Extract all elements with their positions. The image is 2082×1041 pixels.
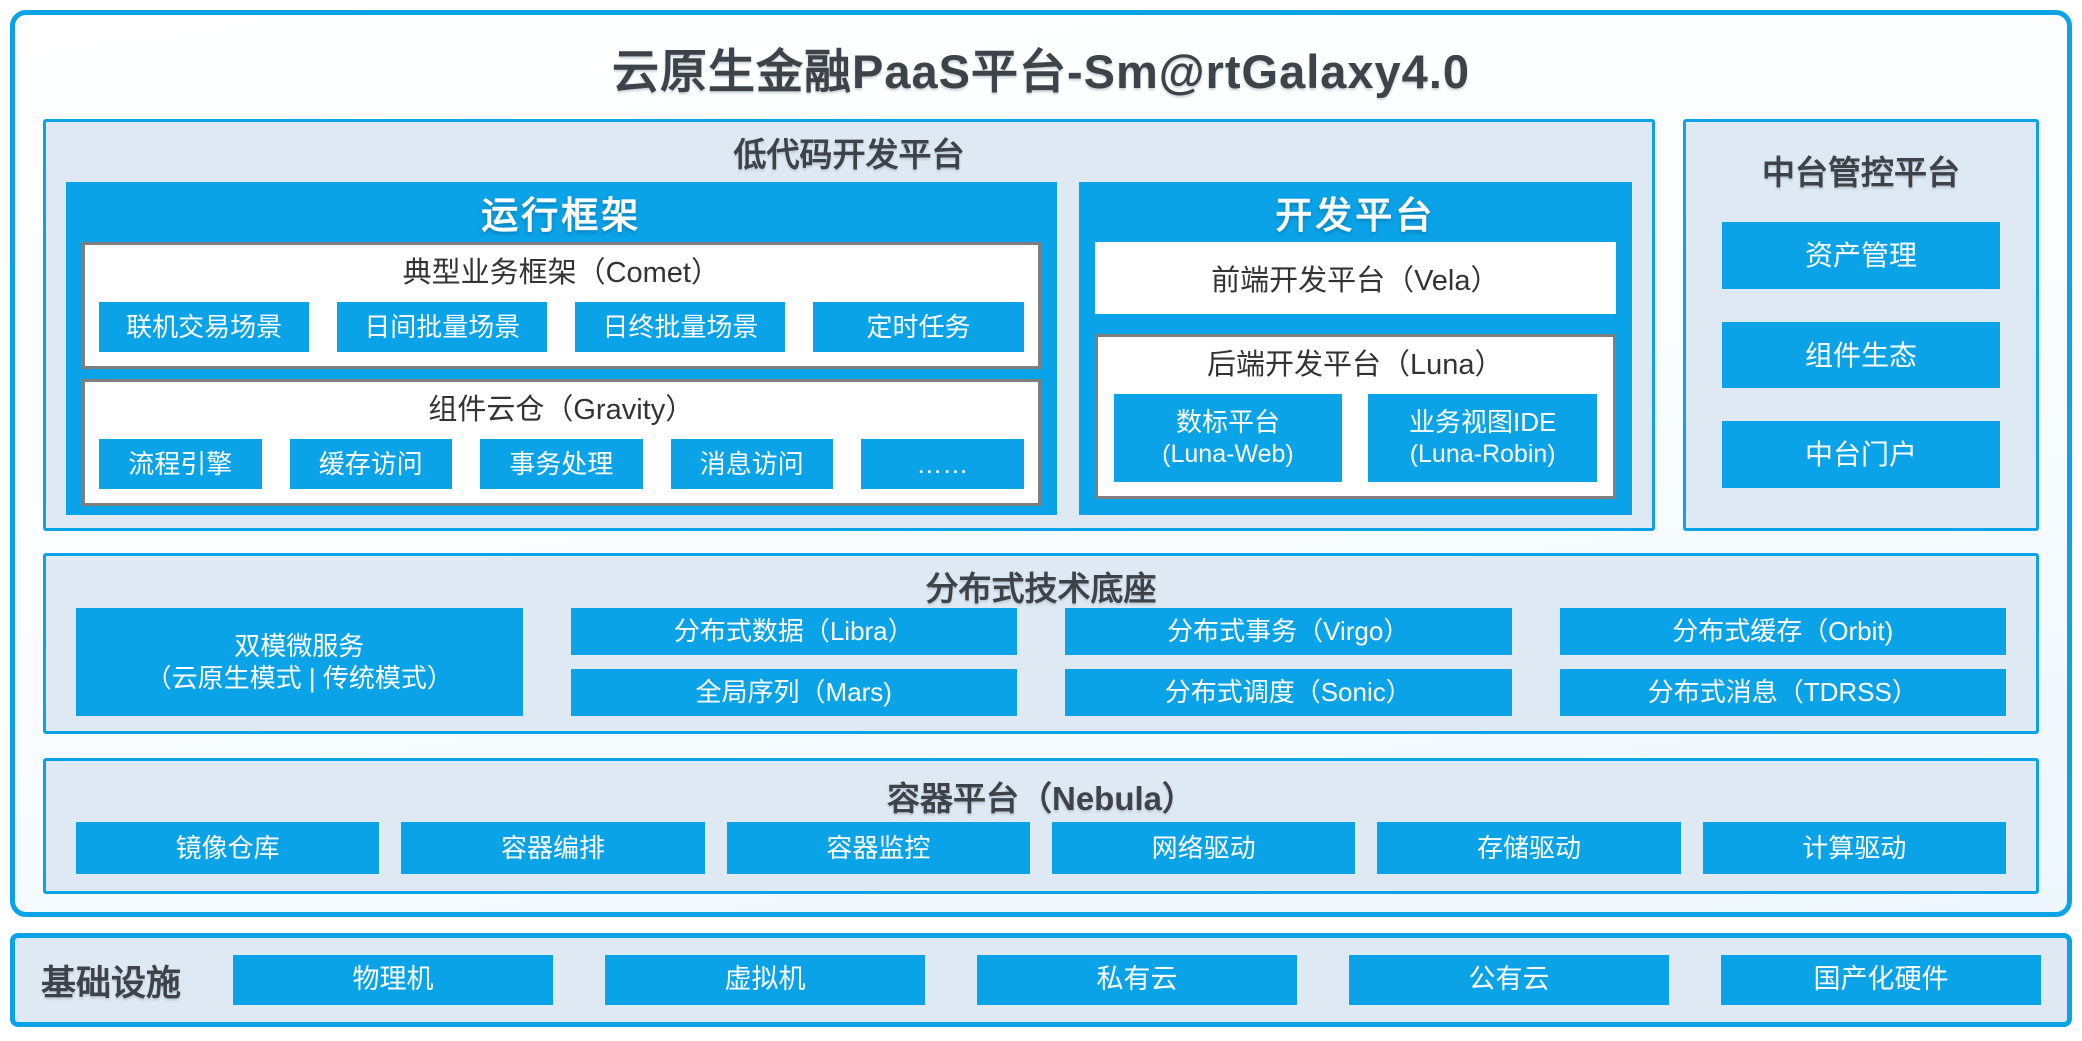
comet-item: 定时任务 — [813, 302, 1024, 352]
low-code-platform-body: 运行框架 典型业务框架（Comet） 联机交易场景 日间批量场景 日终批量场景 … — [46, 182, 1652, 528]
comet-item: 联机交易场景 — [99, 302, 310, 352]
dual-mode-column: 双模微服务 （云原生模式 | 传统模式） — [76, 608, 523, 716]
vela-frontend-box: 前端开发平台（Vela） — [1094, 242, 1616, 314]
comet-items-row: 联机交易场景 日间批量场景 日终批量场景 定时任务 — [85, 292, 1038, 366]
mid-platform-title: 中台管控平台 — [1762, 154, 1960, 191]
dual-mode-line2: （云原生模式 | 传统模式） — [145, 663, 453, 693]
distributed-message-box: 分布式消息（TDRSS） — [1559, 669, 2006, 716]
infrastructure-item-physical-machine: 物理机 — [233, 955, 554, 1005]
infrastructure-item-public-cloud: 公有云 — [1349, 955, 1670, 1005]
page-title: 云原生金融PaaS平台-Sm@rtGalaxy4.0 — [611, 44, 1471, 98]
mid-platform-panel: 中台管控平台 资产管理 组件生态 中台门户 — [1683, 119, 2039, 531]
gravity-item: 事务处理 — [480, 439, 643, 489]
container-item-orchestration: 容器编排 — [401, 822, 705, 874]
container-item-monitoring: 容器监控 — [726, 822, 1030, 874]
luna-robin-code: (Luna-Robin) — [1409, 439, 1556, 468]
luna-web-name: 数标平台 — [1175, 407, 1280, 438]
infrastructure-item-virtual-machine: 虚拟机 — [605, 955, 926, 1005]
distributed-column-3: 分布式缓存（Orbit) 分布式消息（TDRSS） — [1559, 608, 2006, 716]
container-item-compute-driver: 计算驱动 — [1702, 822, 2006, 874]
container-item-network-driver: 网络驱动 — [1051, 822, 1356, 874]
mid-platform-item-component-ecosystem: 组件生态 — [1722, 321, 2000, 389]
luna-robin-item: 业务视图IDE (Luna-Robin) — [1368, 394, 1597, 482]
distributed-transaction-box: 分布式事务（Virgo） — [1065, 608, 1512, 655]
top-row: 低代码开发平台 运行框架 典型业务框架（Comet） 联机交易场景 日间批量场景… — [43, 119, 2039, 531]
mid-platform-item-asset-management: 资产管理 — [1722, 222, 2000, 289]
dev-platform-panel: 开发平台 前端开发平台（Vela） 后端开发平台（Luna） 数标平台 (Lun… — [1078, 182, 1632, 515]
distributed-scheduling-box: 分布式调度（Sonic） — [1065, 669, 1512, 716]
luna-items-row: 数标平台 (Luna-Web) 业务视图IDE (Luna-Robin) — [1098, 384, 1613, 496]
runtime-framework-title: 运行框架 — [481, 195, 642, 236]
luna-web-item: 数标平台 (Luna-Web) — [1113, 394, 1343, 482]
low-code-platform-title: 低代码开发平台 — [733, 136, 965, 173]
distributed-column-2: 分布式事务（Virgo） 分布式调度（Sonic） — [1065, 608, 1512, 716]
comet-item: 日间批量场景 — [337, 302, 548, 352]
container-item-image-repo: 镜像仓库 — [76, 822, 380, 874]
comet-item: 日终批量场景 — [575, 302, 786, 352]
distributed-grid: 双模微服务 （云原生模式 | 传统模式） 分布式数据（Libra） 全局序列（M… — [76, 608, 2006, 716]
main-architecture-frame: 云原生金融PaaS平台-Sm@rtGalaxy4.0 低代码开发平台 运行框架 … — [10, 10, 2072, 917]
luna-web-code: (Luna-Web) — [1162, 439, 1294, 468]
container-items-row: 镜像仓库 容器编排 容器监控 网络驱动 存储驱动 计算驱动 — [76, 822, 2006, 874]
luna-robin-name: 业务视图IDE — [1408, 407, 1557, 438]
mid-platform-item-portal: 中台门户 — [1722, 421, 2000, 489]
gravity-items-row: 流程引擎 缓存访问 事务处理 消息访问 …… — [85, 429, 1038, 503]
gravity-warehouse-title: 组件云仓（Gravity） — [428, 394, 695, 426]
container-platform-title: 容器平台（Nebula） — [886, 780, 1196, 817]
infrastructure-item-private-cloud: 私有云 — [977, 955, 1298, 1005]
infrastructure-bar: 基础设施 物理机 虚拟机 私有云 公有云 国产化硬件 — [10, 933, 2072, 1027]
container-platform-panel: 容器平台（Nebula） 镜像仓库 容器编排 容器监控 网络驱动 存储驱动 计算… — [43, 758, 2039, 894]
distributed-data-box: 分布式数据（Libra） — [570, 608, 1017, 655]
gravity-item: 缓存访问 — [289, 439, 453, 489]
gravity-item-ellipsis: …… — [861, 439, 1024, 489]
runtime-framework-panel: 运行框架 典型业务框架（Comet） 联机交易场景 日间批量场景 日终批量场景 … — [66, 182, 1057, 515]
gravity-item: 消息访问 — [670, 439, 834, 489]
infrastructure-title: 基础设施 — [41, 963, 182, 1003]
low-code-platform-panel: 低代码开发平台 运行框架 典型业务框架（Comet） 联机交易场景 日间批量场景… — [43, 119, 1655, 531]
luna-backend-box: 后端开发平台（Luna） 数标平台 (Luna-Web) 业务视图IDE (Lu… — [1094, 334, 1616, 499]
global-sequence-box: 全局序列（Mars) — [570, 669, 1017, 716]
distributed-cache-box: 分布式缓存（Orbit) — [1559, 608, 2006, 655]
comet-framework-title: 典型业务框架（Comet） — [402, 257, 720, 289]
title-row: 云原生金融PaaS平台-Sm@rtGalaxy4.0 — [43, 15, 2039, 119]
dual-mode-line1: 双模微服务 — [234, 630, 365, 661]
gravity-warehouse-box: 组件云仓（Gravity） 流程引擎 缓存访问 事务处理 消息访问 …… — [82, 379, 1041, 506]
comet-framework-box: 典型业务框架（Comet） 联机交易场景 日间批量场景 日终批量场景 定时任务 — [82, 242, 1041, 369]
distributed-base-title: 分布式技术底座 — [925, 570, 1157, 607]
gravity-item: 流程引擎 — [99, 439, 262, 489]
dev-platform-title: 开发平台 — [1275, 195, 1436, 236]
luna-backend-title: 后端开发平台（Luna） — [1207, 349, 1504, 381]
infrastructure-item-domestic-hardware: 国产化硬件 — [1721, 955, 2042, 1005]
distributed-column-1: 分布式数据（Libra） 全局序列（Mars) — [570, 608, 1017, 716]
container-item-storage-driver: 存储驱动 — [1377, 822, 1681, 874]
distributed-base-panel: 分布式技术底座 双模微服务 （云原生模式 | 传统模式） 分布式数据（Libra… — [43, 553, 2039, 734]
dual-mode-microservice-box: 双模微服务 （云原生模式 | 传统模式） — [76, 608, 523, 716]
